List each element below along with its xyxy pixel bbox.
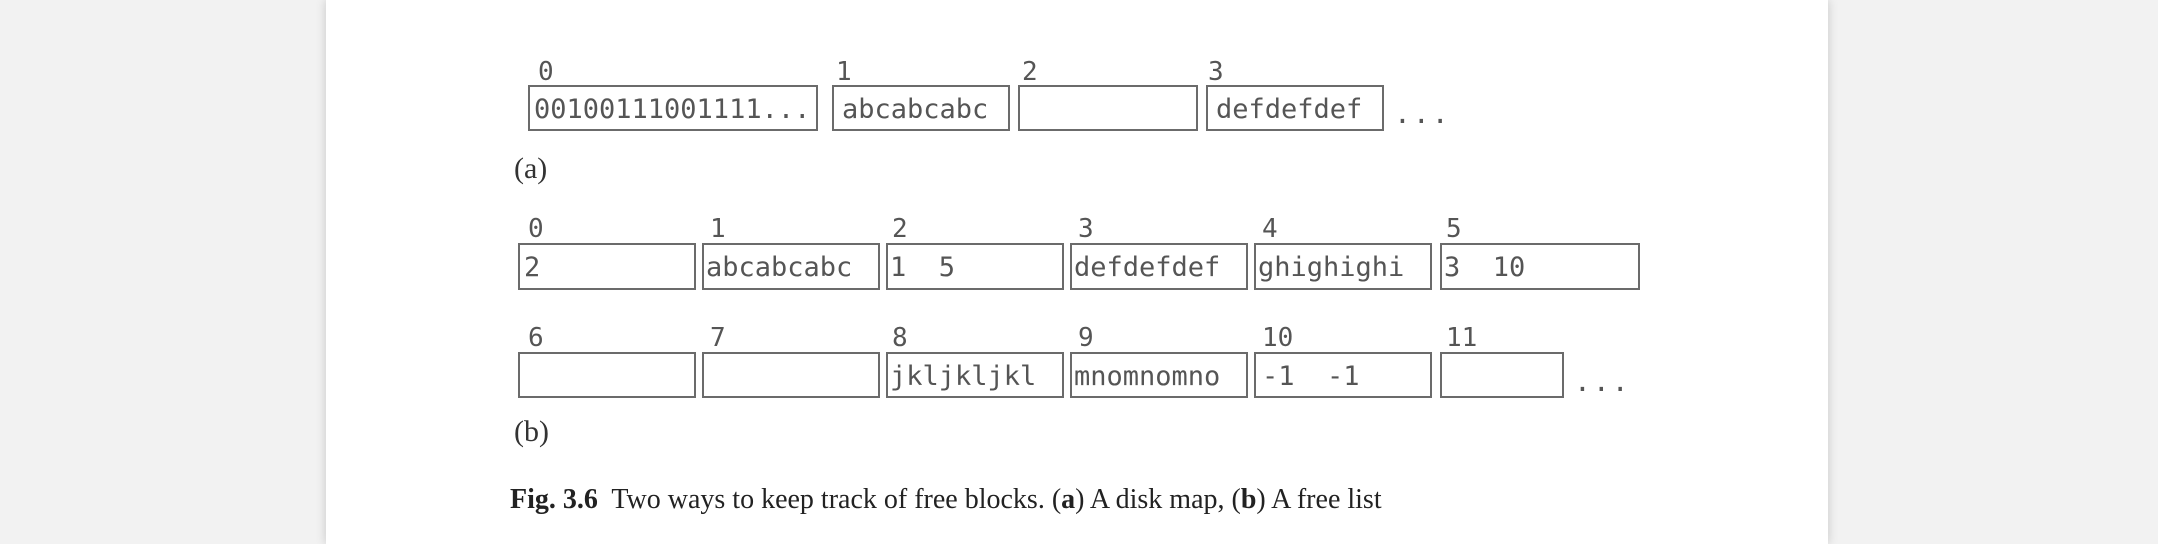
caption-text: ) A disk map, ( bbox=[1075, 484, 1241, 515]
block-content: mnomnomno bbox=[1074, 361, 1221, 392]
caption-part-b: b bbox=[1240, 484, 1257, 515]
disk-block: 3 10 bbox=[1440, 243, 1640, 290]
block-content: defdefdef bbox=[1074, 252, 1221, 283]
block-content: defdefdef bbox=[1216, 94, 1363, 125]
block-content: abcabcabc bbox=[842, 94, 989, 125]
block-content: abcabcabc bbox=[706, 252, 853, 283]
disk-block bbox=[1018, 85, 1198, 131]
block-index: 8 bbox=[892, 323, 908, 353]
block-content: jkljkljkl bbox=[890, 361, 1037, 392]
figure-caption: Fig. 3.6 Two ways to keep track of free … bbox=[510, 484, 1382, 516]
block-index: 3 bbox=[1078, 214, 1094, 244]
block-content: 2 bbox=[524, 252, 541, 283]
block-content: ghighighi bbox=[1258, 252, 1405, 283]
disk-block: defdefdef bbox=[1206, 85, 1384, 131]
disk-block: mnomnomno bbox=[1070, 352, 1248, 398]
block-index: 4 bbox=[1262, 214, 1278, 244]
disk-block: -1 -1 bbox=[1254, 352, 1432, 398]
block-index: 0 bbox=[538, 57, 554, 87]
continuation-ellipsis: ... bbox=[1574, 365, 1631, 398]
block-content: 3 10 bbox=[1444, 252, 1526, 283]
block-index: 6 bbox=[528, 323, 544, 353]
part-b-label: (b) bbox=[514, 415, 549, 448]
caption-text: Two ways to keep track of free blocks. ( bbox=[597, 484, 1062, 515]
disk-block: 00100111001111... bbox=[528, 85, 818, 131]
block-content: 1 5 bbox=[890, 252, 956, 283]
block-index: 1 bbox=[836, 57, 852, 87]
disk-block: 1 5 bbox=[886, 243, 1064, 290]
disk-block: jkljkljkl bbox=[886, 352, 1064, 398]
block-content: 00100111001111... bbox=[534, 94, 811, 125]
block-index: 2 bbox=[892, 214, 908, 244]
block-index: 3 bbox=[1208, 57, 1224, 87]
block-index: 5 bbox=[1446, 214, 1462, 244]
disk-block: defdefdef bbox=[1070, 243, 1248, 290]
disk-block: 2 bbox=[518, 243, 696, 290]
block-index: 7 bbox=[710, 323, 726, 353]
disk-block: abcabcabc bbox=[832, 85, 1010, 131]
block-index: 2 bbox=[1022, 57, 1038, 87]
block-index: 0 bbox=[528, 214, 544, 244]
block-index: 1 bbox=[710, 214, 726, 244]
disk-block bbox=[1440, 352, 1564, 398]
block-index: 11 bbox=[1446, 323, 1478, 353]
caption-text: ) A free list bbox=[1256, 484, 1382, 515]
block-content: -1 -1 bbox=[1262, 361, 1360, 392]
figure-number: Fig. 3.6 bbox=[510, 484, 598, 515]
disk-block: ghighighi bbox=[1254, 243, 1432, 290]
disk-block bbox=[702, 352, 880, 398]
disk-block bbox=[518, 352, 696, 398]
caption-part-a: a bbox=[1061, 484, 1076, 515]
continuation-ellipsis: ... bbox=[1394, 97, 1451, 130]
block-index: 10 bbox=[1262, 323, 1294, 353]
part-a-label: (a) bbox=[514, 152, 548, 185]
block-index: 9 bbox=[1078, 323, 1094, 353]
disk-block: abcabcabc bbox=[702, 243, 880, 290]
